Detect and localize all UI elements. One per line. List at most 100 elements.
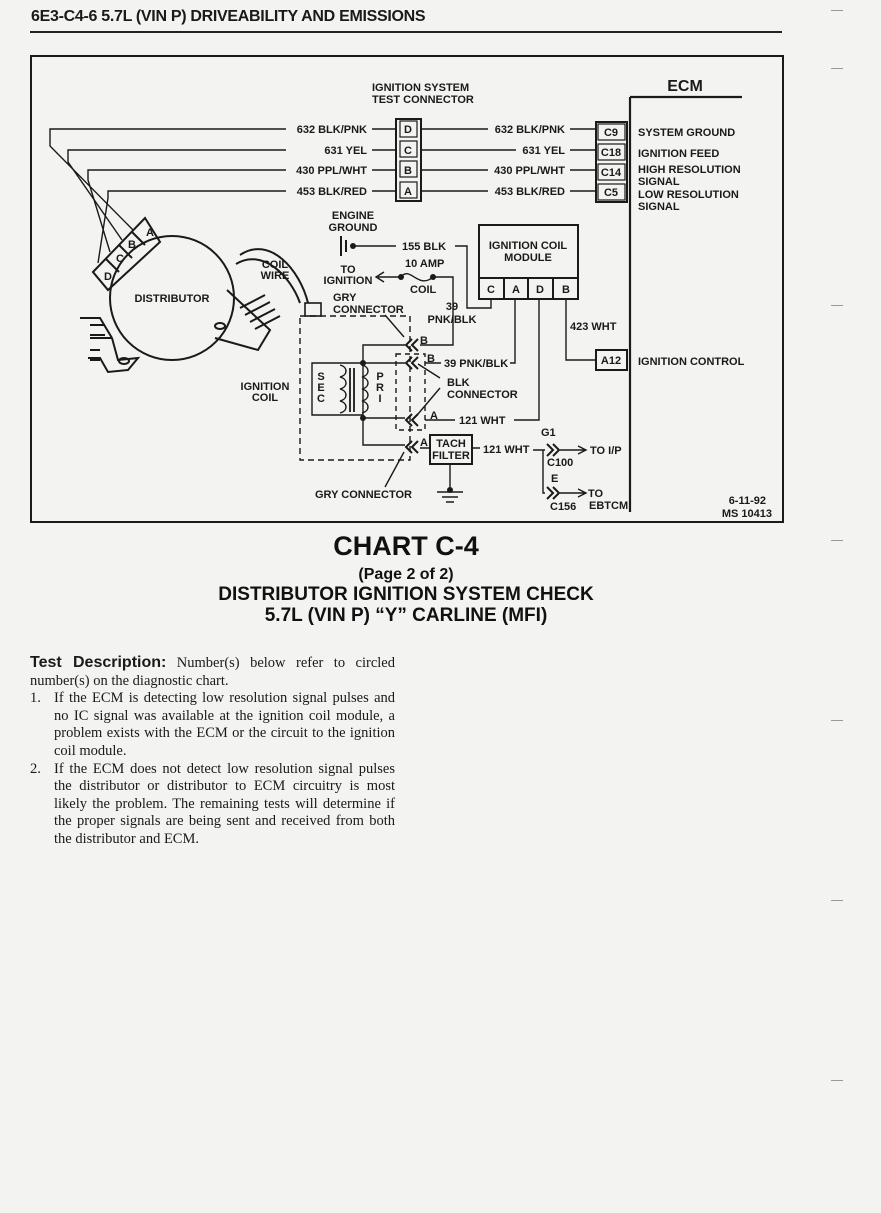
pin-label: B <box>420 335 428 347</box>
pin-label: A <box>430 410 438 422</box>
wire-label: 423 WHT <box>570 321 617 333</box>
ecm-pin: A12 <box>601 355 621 367</box>
ms-label: MS 10413 <box>722 508 772 520</box>
engine-ground-label: ENGINE <box>332 210 374 222</box>
coil-wire-label: WIRE <box>261 270 290 282</box>
diagram-frame <box>30 55 784 523</box>
ecm-function: SIGNAL <box>638 176 680 188</box>
circuit-39-pnk-blk-2 <box>425 299 516 364</box>
ecm-outline <box>628 95 742 512</box>
distributor-pin: B <box>128 239 136 251</box>
sec-label: C <box>317 393 325 405</box>
ecm-function: LOW RESOLUTION <box>638 189 739 201</box>
blk-connector-label: CONNECTOR <box>447 389 518 401</box>
module-pin: B <box>562 284 570 296</box>
connector-terminal-icons <box>404 338 561 500</box>
engine-ground-icon <box>340 236 347 256</box>
arrow-to-ignition-icon <box>374 271 400 283</box>
item-number: 1. <box>30 690 41 707</box>
ecm-function: SIGNAL <box>638 201 680 213</box>
to-ignition-label: TO <box>340 264 356 276</box>
ecm-pin: C18 <box>601 147 621 159</box>
junction-dots <box>350 243 453 493</box>
chart-vehicle: 5.7L (VIN P) “Y” CARLINE (MFI) <box>264 605 548 626</box>
fuse-name: COIL <box>410 284 437 296</box>
ecm-function: SYSTEM GROUND <box>638 127 735 139</box>
ecm-pin: C9 <box>604 127 618 139</box>
ecm-label: ECM <box>667 78 703 95</box>
sec-label: E <box>317 382 324 394</box>
c100-label: C100 <box>547 457 573 469</box>
margin-mark <box>831 540 843 541</box>
distributor <box>80 216 309 374</box>
pin-label: C <box>404 145 412 157</box>
module-pin: A <box>512 284 520 296</box>
margin-mark <box>831 720 843 721</box>
circuit-tach <box>420 445 588 498</box>
margin-mark <box>831 900 843 901</box>
test-description: Test Description: Number(s) below refer … <box>30 654 395 849</box>
pin-label: B <box>404 165 412 177</box>
tach-filter-label: FILTER <box>432 450 470 462</box>
pin-label: D <box>404 124 412 136</box>
margin-mark <box>831 68 843 69</box>
fuse-label: 10 AMP <box>405 258 444 270</box>
test-connector-label: IGNITION SYSTEM <box>372 82 469 94</box>
leader-lines <box>384 314 441 488</box>
tach-filter-label: TACH <box>436 438 466 450</box>
header-rule <box>30 31 782 33</box>
distributor-pin: C <box>116 253 124 265</box>
test-description-heading: Test Description: <box>30 654 167 671</box>
date-label: 6-11-92 <box>729 495 766 507</box>
ecm-pin: C14 <box>601 167 622 179</box>
wire-label: 39 PNK/BLK <box>444 358 508 370</box>
ground-icon <box>437 464 463 503</box>
item-number: 2. <box>30 760 41 777</box>
engine-ground-label: GROUND <box>329 222 378 234</box>
chart-subtitle: DISTRIBUTOR IGNITION SYSTEM CHECK <box>218 584 594 605</box>
module-pin: C <box>487 284 495 296</box>
ebtcm-label: EBTCM <box>589 500 628 512</box>
wire-label: 632 BLK/PNK <box>495 124 565 136</box>
circuit-121-wht <box>425 299 540 421</box>
gry-connector-label: GRY CONNECTOR <box>315 489 412 501</box>
wire-label: 631 YEL <box>522 145 565 157</box>
ignition-control-label: IGNITION CONTROL <box>638 356 745 368</box>
blk-connector-label: BLK <box>447 377 470 389</box>
wire-label: 155 BLK <box>402 241 446 253</box>
test-connector-label: TEST CONNECTOR <box>372 94 474 106</box>
coil-windings <box>311 344 405 446</box>
ignition-coil-label: IGNITION <box>241 381 290 393</box>
ignition-coil-housing <box>299 302 426 461</box>
sec-label: S <box>317 371 324 383</box>
list-item: 2.If the ECM does not detect low resolut… <box>30 761 395 849</box>
c156-label: C156 <box>550 501 576 513</box>
ecm-function: HIGH RESOLUTION <box>638 164 741 176</box>
distributor-pin: D <box>104 271 112 283</box>
ignition-coil-label: COIL <box>252 392 279 404</box>
g1-label: G1 <box>541 427 556 439</box>
pin-label: A <box>404 186 412 198</box>
wire-label: 632 BLK/PNK <box>297 124 367 136</box>
e-label: E <box>551 473 558 485</box>
coil-wire-label: COIL <box>262 259 289 271</box>
ignition-coil-module <box>478 224 579 300</box>
to-label: TO <box>588 488 604 500</box>
list-item: 1.If the ECM is detecting low resolution… <box>30 690 395 760</box>
gry-connector-label: GRY <box>333 292 357 304</box>
module-label: MODULE <box>504 252 552 264</box>
circuit-423-wht <box>565 299 596 361</box>
distributor-pin: A <box>146 227 154 239</box>
ecm-wires <box>421 128 596 192</box>
to-ip-label: TO I/P <box>590 445 622 457</box>
ecm-pin: C5 <box>604 187 618 199</box>
page-header: 6E3-C4-6 5.7L (VIN P) DRIVEABILITY AND E… <box>31 8 426 25</box>
pin-label: B <box>427 353 435 365</box>
module-pin: D <box>536 284 544 296</box>
wire-label: 121 WHT <box>483 444 530 456</box>
wire-label: 430 PPL/WHT <box>494 165 565 177</box>
wire-label: 453 BLK/RED <box>297 186 367 198</box>
wire-label: PNK/BLK <box>428 314 477 326</box>
tach-filter <box>429 434 473 465</box>
